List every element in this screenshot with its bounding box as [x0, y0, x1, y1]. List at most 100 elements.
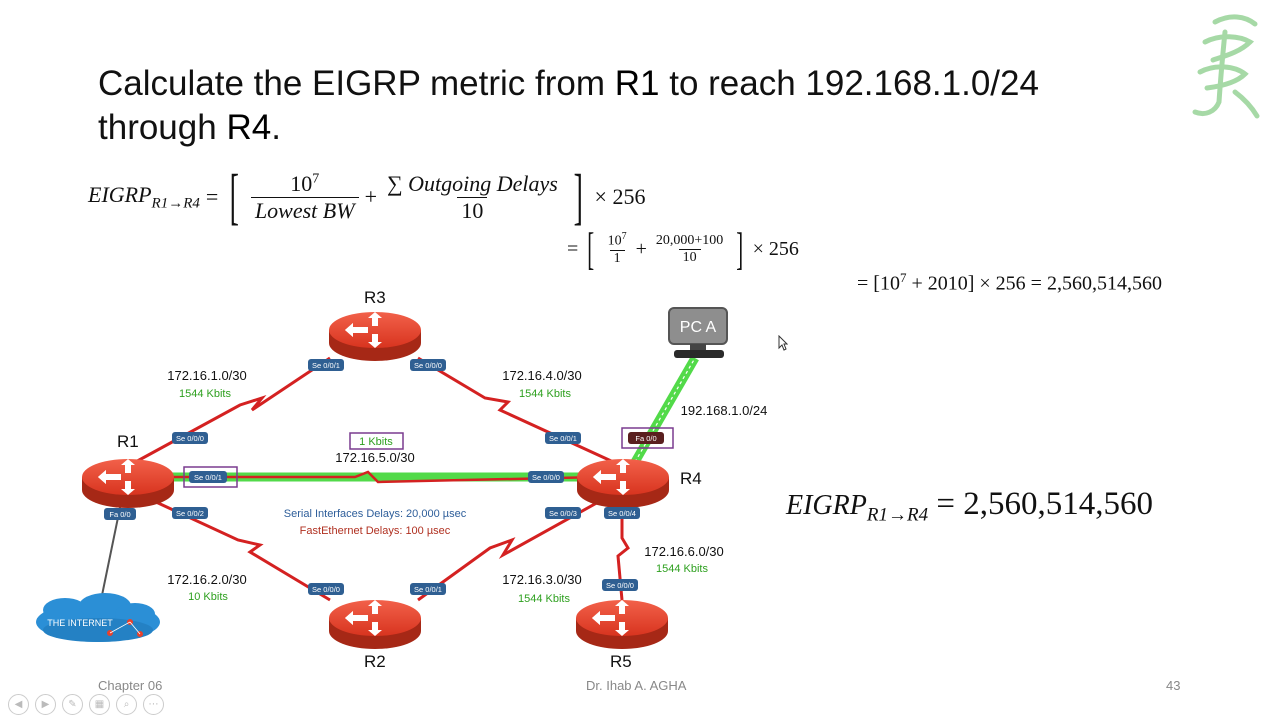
title-text-mid: to reach 192.168.1.0/24 [659, 64, 1039, 103]
svg-text:Se 0/0/1: Se 0/0/1 [194, 473, 222, 482]
svg-text:Se 0/0/0: Se 0/0/0 [606, 581, 634, 590]
bw-r2-r4: 1544 Kbits [518, 593, 570, 605]
l2-bracket-left: [ [587, 223, 595, 274]
svg-text:Se 0/0/3: Se 0/0/3 [549, 509, 577, 518]
net-lan: 192.168.1.0/24 [681, 403, 768, 418]
link-r4-r5 [616, 498, 630, 601]
pc-a[interactable]: PC A [668, 307, 728, 358]
title-r4: R4 [226, 108, 272, 147]
bracket-left: [ [229, 163, 240, 231]
more-icon[interactable]: ⋯ [143, 694, 164, 715]
calligraphy-logo [1185, 12, 1267, 129]
pc-label: PC A [680, 319, 717, 336]
footer-chapter: Chapter 06 [98, 678, 163, 693]
bw-r1-r4: 1 Kbits [359, 436, 393, 448]
svg-text:Fa 0/0: Fa 0/0 [635, 434, 656, 443]
net-r3-r4: 172.16.4.0/30 [502, 368, 582, 383]
f1-exp: 7 [312, 171, 320, 187]
f2-num: ∑ Outgoing Delays [386, 170, 558, 196]
formula-times: × 256 [594, 184, 646, 209]
result-lhs-sub: R1→R4 [866, 504, 929, 526]
iface-r4-fa00: Fa 0/0 [621, 427, 674, 449]
next-icon[interactable]: ▶ [35, 694, 56, 715]
link-r1-r3 [129, 356, 331, 467]
bw-r3-r4: 1544 Kbits [519, 388, 571, 400]
title-text: Calculate the EIGRP metric from [98, 64, 615, 103]
bracket-right: ] [573, 163, 583, 231]
formula-substituted: = [ 107 1 + 20,000+100 10 ] × 256 [567, 226, 799, 272]
l2-f2-num: 20,000+100 [655, 232, 724, 248]
slides-icon[interactable]: ▦ [89, 694, 110, 715]
l2-fraction-bw: 107 1 [604, 231, 631, 267]
iface-r1-fa00: Fa 0/0 [104, 508, 136, 520]
slideshow-toolbar: ◀ ▶ ✎ ▦ ⌕ ⋯ [8, 694, 164, 715]
note-fe-delay: FastEthernet Delays: 100 µsec [300, 525, 451, 537]
formula-lhs: EIGRP [88, 181, 152, 207]
net-r1-r2: 172.16.2.0/30 [167, 572, 247, 587]
title-r1: R1 [614, 64, 660, 103]
f1-den: Lowest BW [250, 196, 359, 224]
result-lhs: EIGRP [786, 490, 867, 521]
result-value: = 2,560,514,560 [928, 486, 1153, 522]
iface-r4-se000: Se 0/0/0 [528, 471, 564, 483]
link-r1-r2 [129, 488, 331, 602]
iface-r4-se003: Se 0/0/3 [545, 507, 581, 519]
router-r4[interactable] [577, 459, 669, 508]
router-r2-label: R2 [364, 652, 386, 671]
iface-r2-se000: Se 0/0/0 [308, 583, 344, 595]
zoom-icon[interactable]: ⌕ [116, 694, 137, 715]
iface-r5-se000: Se 0/0/0 [602, 579, 638, 591]
bw-r1-r2: 10 Kbits [188, 591, 228, 603]
l2-f2-den: 10 [678, 248, 701, 266]
cloud-label: THE INTERNET [47, 618, 113, 628]
f2-den: 10 [457, 196, 488, 224]
iface-r3-se000: Se 0/0/0 [410, 359, 446, 371]
f1-num: 10 [290, 170, 313, 196]
router-r3[interactable] [329, 312, 421, 361]
l2-fraction-delay: 20,000+100 10 [652, 233, 727, 266]
router-r1[interactable] [82, 459, 174, 508]
l2-times: × 256 [752, 237, 799, 260]
pen-icon[interactable]: ✎ [62, 694, 83, 715]
svg-text:Se 0/0/0: Se 0/0/0 [312, 585, 340, 594]
formula-computed: = [107 + 2010] × 256 = 2,560,514,560 [857, 270, 1162, 296]
router-r1-label: R1 [117, 432, 139, 451]
svg-text:Se 0/0/1: Se 0/0/1 [414, 585, 442, 594]
router-r2[interactable] [329, 600, 421, 649]
svg-text:Se 0/0/0: Se 0/0/0 [532, 473, 560, 482]
svg-text:Se 0/0/0: Se 0/0/0 [176, 434, 204, 443]
l2-f1-exp: 7 [621, 231, 627, 243]
formula-lhs-sub: R1→R4 [151, 195, 200, 212]
l3-exp: 7 [899, 270, 907, 285]
formula-plus: + [364, 184, 377, 209]
router-r5[interactable] [576, 600, 668, 649]
svg-text:Se 0/0/0: Se 0/0/0 [414, 361, 442, 370]
footer-page-number: 43 [1166, 678, 1181, 693]
l3-pre: = [10 [857, 272, 900, 295]
net-r1-r3: 172.16.1.0/30 [167, 368, 247, 383]
router-r5-label: R5 [610, 652, 632, 671]
title-line2: through [98, 108, 227, 147]
serial-links [129, 356, 630, 602]
l2-eq: = [567, 237, 579, 260]
link-r1-r4 [150, 470, 601, 484]
bw-r1-r3: 1544 Kbits [179, 388, 231, 400]
svg-text:Se 0/0/2: Se 0/0/2 [176, 509, 204, 518]
net-r1-r4: 172.16.5.0/30 [335, 450, 415, 465]
formula-eq: = [205, 184, 219, 209]
mouse-cursor-icon [778, 334, 789, 356]
note-serial-delay: Serial Interfaces Delays: 20,000 µsec [284, 508, 467, 520]
router-r3-label: R3 [364, 288, 386, 307]
svg-text:Fa 0/0: Fa 0/0 [109, 510, 130, 519]
svg-text:Se 0/0/4: Se 0/0/4 [608, 509, 636, 518]
router-r4-label: R4 [680, 469, 702, 488]
net-r4-r5: 172.16.6.0/30 [644, 544, 724, 559]
bw-r1-r4-box [349, 432, 404, 450]
l2-bracket-right: ] [736, 223, 744, 274]
formula-main: EIGRPR1→R4 = [ 107 Lowest BW + ∑ Outgoin… [88, 166, 645, 228]
svg-text:Se 0/0/1: Se 0/0/1 [312, 361, 340, 370]
fraction-delay: ∑ Outgoing Delays 10 [383, 171, 562, 224]
iface-r1-se001: Se 0/0/1 [183, 466, 238, 488]
prev-icon[interactable]: ◀ [8, 694, 29, 715]
